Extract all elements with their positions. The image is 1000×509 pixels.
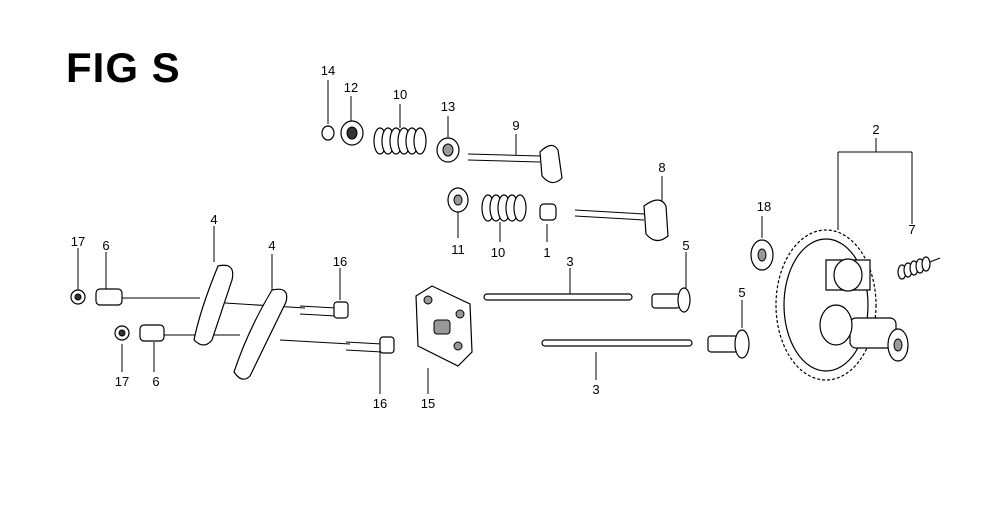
part-18-washer	[750, 239, 774, 271]
callout-10-upper: 10	[393, 87, 407, 102]
callout-4-left: 4	[210, 212, 217, 227]
rocker-arms	[70, 264, 395, 380]
part-9-valve	[467, 144, 563, 184]
callout-7: 7	[908, 222, 915, 237]
callout-labels: 14 12 10 13 9 8 11 10 1 2 18 7 17 6 4 4 …	[71, 63, 916, 411]
part-2-camshaft-gear	[775, 229, 909, 381]
callout-2: 2	[872, 122, 879, 137]
part-16-stud-upper	[299, 301, 349, 319]
callout-6-upper: 6	[102, 238, 109, 253]
callout-4-right: 4	[268, 238, 275, 253]
callout-5-upper: 5	[682, 238, 689, 253]
push-rods	[483, 287, 750, 359]
callout-10-lower: 10	[491, 245, 505, 260]
callout-12: 12	[344, 80, 358, 95]
leader-lines	[77, 80, 913, 394]
part-4-rocker-arm-right	[233, 288, 288, 380]
part-14-keeper	[321, 125, 335, 141]
part-1-collet	[539, 203, 557, 221]
callout-3-lower: 3	[592, 382, 599, 397]
callout-6-lower: 6	[152, 374, 159, 389]
callout-11: 11	[451, 242, 465, 257]
callout-16-lower: 16	[373, 396, 387, 411]
part-5-lifter-lower	[707, 329, 750, 359]
valve-assembly-lower	[447, 187, 669, 242]
part-15-guide-plate	[415, 285, 473, 367]
callout-16-upper: 16	[333, 254, 347, 269]
figure-title: FIG S	[66, 44, 181, 91]
callout-15: 15	[421, 396, 435, 411]
callout-1: 1	[543, 245, 550, 260]
callout-18: 18	[757, 199, 771, 214]
part-16-stud-lower	[345, 336, 395, 354]
callout-9: 9	[512, 118, 519, 133]
part-8-valve	[574, 199, 669, 242]
callout-8: 8	[658, 160, 665, 175]
valve-assembly-upper	[321, 120, 563, 184]
part-10-spring-lower	[481, 194, 527, 222]
callout-17-lower: 17	[115, 374, 129, 389]
callout-14: 14	[321, 63, 335, 78]
part-6-pivot-lower	[139, 324, 165, 342]
callout-13: 13	[441, 99, 455, 114]
part-6-pivot-upper	[95, 288, 123, 306]
callout-17-upper: 17	[71, 234, 85, 249]
part-10-spring-upper	[373, 127, 427, 155]
callout-5-lower: 5	[738, 285, 745, 300]
part-4-rocker-arm-left	[193, 264, 234, 346]
part-7-spring	[897, 256, 941, 280]
part-3-push-rod-lower	[541, 339, 693, 347]
part-3-push-rod-upper	[483, 293, 633, 301]
callout-3-upper: 3	[566, 254, 573, 269]
part-5-lifter-upper	[651, 287, 691, 313]
